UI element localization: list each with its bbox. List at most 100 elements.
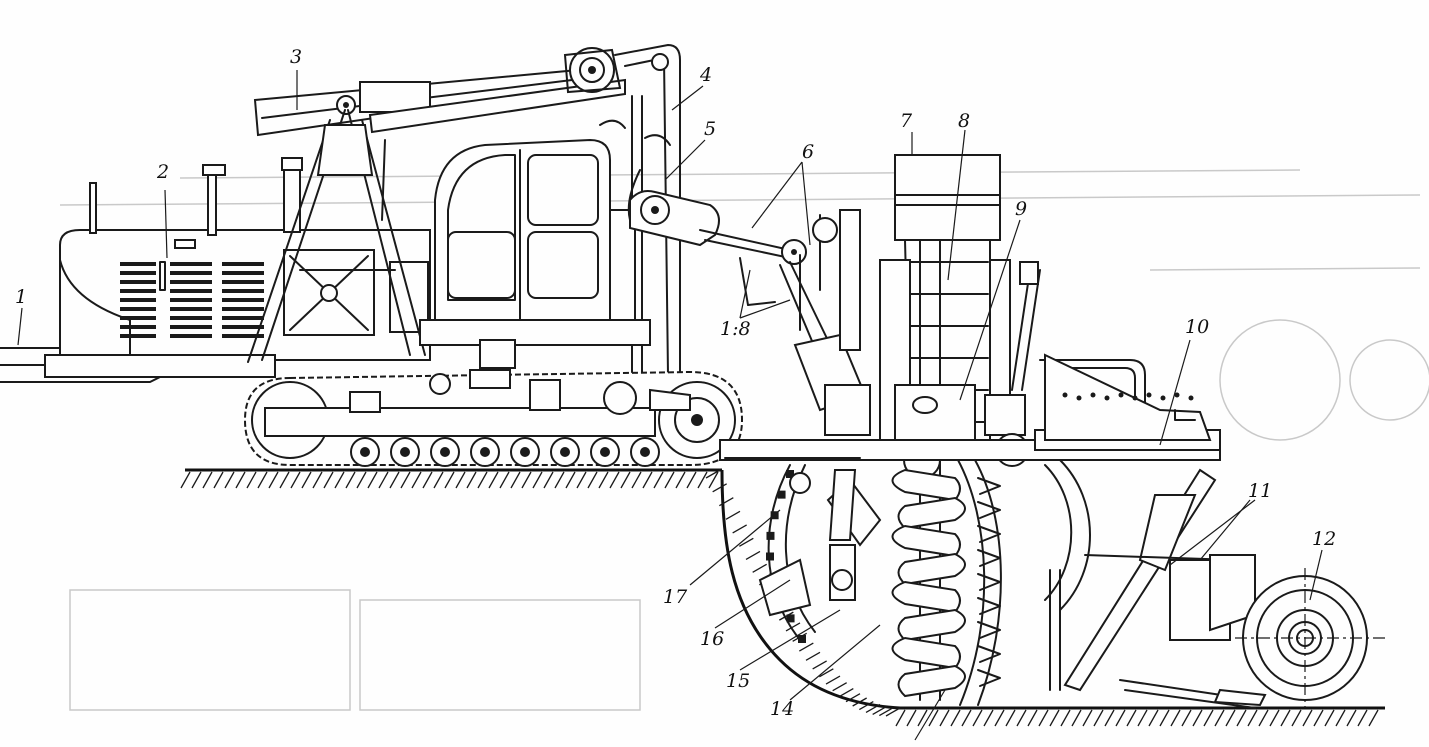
trench-hatch [812,660,827,670]
chain-link [766,552,774,561]
grille-slot [120,262,156,266]
grille-slot [120,307,156,311]
grille-slot [222,298,264,302]
road-wheel-hub [400,447,410,457]
grille-slot [120,325,156,329]
callout-1: 1 [15,286,28,308]
ground-hatch [697,471,708,489]
guard-tooth [977,525,1001,543]
ground-hatch [488,471,499,489]
trench-hatch [805,651,821,661]
road-wheel-hub [440,447,450,457]
auger-flight [891,580,961,614]
road-wheel-hub [560,447,570,457]
frame-rivet [1104,395,1110,401]
ground-hatch [1005,709,1016,727]
callout-11: 11 [1248,480,1273,502]
road-wheel-hub [520,447,530,457]
trench-hatch [872,705,887,715]
ground-hatch [433,471,444,489]
ground-hatch [576,471,587,489]
grille-slot [170,271,212,275]
ground-hatch [631,471,642,489]
ground-hatch [301,471,312,489]
guard-tooth [977,597,1001,615]
trench-hatch [752,563,767,573]
grille-slot [120,298,156,302]
frame-rivet [1174,392,1180,398]
trench-hatch [885,707,901,717]
crawler-track [243,339,744,467]
callout-4: 4 [700,64,713,86]
ground-hatch [906,709,917,727]
ground-hatch [1159,709,1170,727]
ground-hatch [1148,709,1159,727]
ground-hatch [895,709,906,727]
ground-hatch [235,471,246,489]
guard-tooth [977,477,1001,495]
ground-hatch [928,709,939,727]
ground-hatch [1082,709,1093,727]
ground-hatch [1016,709,1027,727]
ground-hatch [389,471,400,489]
grille-slot [170,289,212,293]
grille-slot [170,280,212,284]
ground-hatch [279,471,290,489]
guard-tooth [977,573,1001,591]
auger-flight [897,496,966,530]
leader-lines [17,70,1323,741]
trench-hatch [879,707,894,717]
auger-flight [891,524,961,558]
tractor-engine-hood [44,157,431,378]
ground-hatch [400,471,411,489]
ground-surface [180,468,1385,727]
auger-flights [891,468,966,698]
ground-hatch [983,709,994,727]
ground-hatch [598,471,609,489]
trench-hatch [799,642,814,652]
chain-link [777,490,786,499]
trench-hatch [725,510,741,520]
ground-hatch [708,471,719,489]
ground-hatch [202,471,213,489]
ground-hatch [1368,709,1379,727]
ground-hatch [257,471,268,489]
trench-hatch [739,537,754,547]
ground-hatch [290,471,301,489]
trench-hatch [779,611,794,621]
ground-hatch [961,709,972,727]
callout-16: 16 [700,628,725,650]
chain-link [798,635,806,643]
auger-flight [891,468,961,502]
trench-hatch [745,550,761,560]
trench-hatch [825,675,841,685]
grille-slot [222,307,264,311]
callout-17: 17 [663,586,688,608]
ground-hatch [510,471,521,489]
ground-hatch [950,709,961,727]
ground-hatch [1280,709,1291,727]
grille-slot [170,325,212,329]
grille-slot [222,289,264,293]
grille-slot [170,298,212,302]
callout-5: 5 [704,118,717,140]
grille-slot [170,307,212,311]
ground-hatch [653,471,664,489]
ground-hatch [1335,709,1346,727]
chain-link [766,531,775,540]
ground-hatch [1181,709,1192,727]
callout-15: 15 [726,670,751,692]
callout-10: 10 [1185,316,1210,338]
ground-hatch [620,471,631,489]
ground-hatch [972,709,983,727]
auger-flight [897,664,966,698]
frame-rivet [1062,392,1068,398]
ground-hatch [312,471,323,489]
ground-hatch [917,709,928,727]
trench-hatch [732,524,747,534]
ground-hatch [664,471,675,489]
support-struts [1049,468,1267,709]
ground-hatch [1060,709,1071,727]
frame-rivet [1160,395,1166,401]
ground-hatch [1049,709,1060,727]
